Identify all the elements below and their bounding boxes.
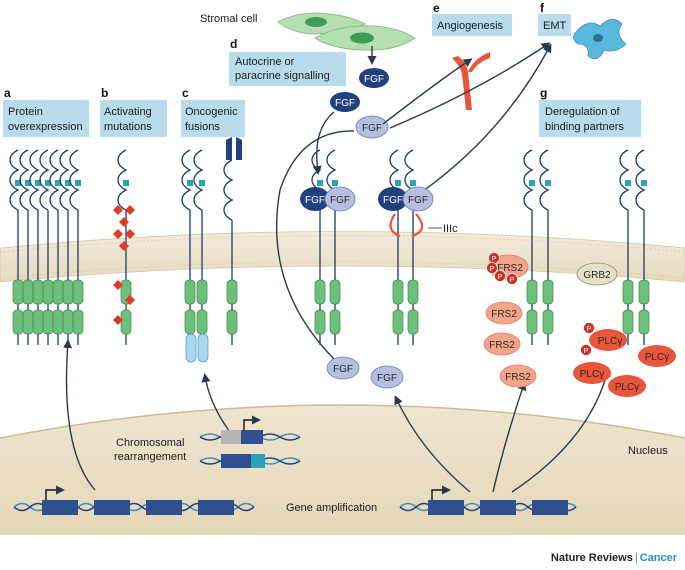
- svg-text:FGF: FGF: [408, 195, 428, 206]
- fgf-ligand-dark-2: FGF: [330, 92, 360, 112]
- fusion-partner-cytoplasmic: [186, 334, 208, 362]
- panel-g-line1: Deregulation of: [545, 106, 621, 118]
- phosphate-marker: P: [584, 323, 595, 334]
- svg-text:FRS2: FRS2: [489, 340, 515, 351]
- svg-text:FGF: FGF: [330, 195, 350, 206]
- svg-text:FRS2: FRS2: [491, 309, 517, 320]
- svg-text:FGF: FGF: [305, 195, 325, 206]
- panel-f-letter: f: [540, 1, 545, 15]
- panel-b-line2: mutations: [104, 121, 152, 133]
- panel-d-line2: paracrine signalling: [235, 70, 330, 82]
- journal-credit: Nature Reviews|Cancer: [551, 552, 677, 564]
- plcg-protein-2: PLCγ: [573, 362, 611, 384]
- panel-a-line1: Protein: [8, 106, 43, 118]
- iiic-label: IIIc: [443, 223, 458, 235]
- svg-text:PLCγ: PLCγ: [580, 369, 604, 380]
- svg-text:FRS2: FRS2: [505, 372, 531, 383]
- nucleus-label: Nucleus: [628, 445, 668, 457]
- emt-cell-nucleus: [593, 34, 603, 42]
- plcg-protein-3: PLCγ: [608, 375, 646, 397]
- svg-text:FGF: FGF: [333, 364, 353, 375]
- phosphate-marker: P: [507, 274, 518, 285]
- panel-c: c Oncogenic fusions: [181, 86, 245, 137]
- frs2-protein-2: FRS2: [484, 333, 520, 355]
- fgf-ligand-cyto-1: FGF: [327, 357, 359, 379]
- panel-a-letter: a: [4, 86, 11, 100]
- panel-g: g Deregulation of binding partners: [539, 86, 641, 137]
- chromosomal-label-2: rearrangement: [114, 451, 186, 463]
- svg-text:FGF: FGF: [364, 74, 384, 85]
- svg-text:P: P: [587, 326, 592, 333]
- grb2-protein: GRB2: [577, 263, 617, 285]
- panel-b-line1: Activating: [104, 106, 152, 118]
- fgf-ligand-dark-1: FGF: [359, 68, 389, 88]
- panel-g-letter: g: [540, 86, 547, 100]
- panel-c-letter: c: [182, 86, 189, 100]
- svg-text:FGF: FGF: [362, 123, 382, 134]
- plcg-protein-1: PLCγ: [638, 345, 676, 367]
- fgf-ligand-cyto-2: FGF: [371, 366, 403, 388]
- svg-text:P: P: [510, 277, 515, 284]
- panel-a: a Protein overexpression: [3, 86, 89, 137]
- panel-f: f EMT: [538, 1, 571, 36]
- fusion-partner-extracellular: [226, 137, 242, 160]
- panel-a-line2: overexpression: [8, 121, 83, 133]
- plcg-phosphorylated: PLCγ: [589, 329, 627, 351]
- panel-e-line1: Angiogenesis: [437, 20, 504, 32]
- panel-b-letter: b: [101, 86, 108, 100]
- mutation-marker: [113, 229, 123, 239]
- frs2-protein-1: FRS2: [486, 302, 522, 324]
- panel-f-line1: EMT: [543, 20, 567, 32]
- credit-separator: |: [633, 552, 640, 564]
- panel-d-letter: d: [230, 37, 237, 51]
- svg-text:P: P: [498, 274, 503, 281]
- panel-b: b Activating mutations: [100, 86, 167, 137]
- svg-text:P: P: [490, 266, 495, 273]
- frs2-protein-3: FRS2: [500, 365, 536, 387]
- chromosomal-label-1: Chromosomal: [116, 437, 184, 449]
- phosphate-marker: P: [495, 271, 506, 282]
- panel-c-line2: fusions: [185, 121, 220, 133]
- stromal-cell-label: Stromal cell: [200, 13, 257, 25]
- blood-vessel-icon: [452, 52, 490, 110]
- fgf-bound-complex-2: FGF FGF: [378, 187, 433, 211]
- stromal-cell-illustration: [278, 13, 415, 50]
- panel-c-line1: Oncogenic: [185, 106, 238, 118]
- svg-text:FGF: FGF: [383, 195, 403, 206]
- svg-text:FGF: FGF: [377, 373, 397, 384]
- panel-d-line1: Autocrine or: [235, 56, 295, 68]
- mutation-marker: [119, 217, 129, 227]
- phosphate-marker: P: [487, 263, 498, 274]
- phosphate-marker: P: [581, 345, 592, 356]
- svg-text:PLCγ: PLCγ: [645, 352, 669, 363]
- fgf-bound-complex-1: FGF FGF: [300, 187, 355, 211]
- fgf-ligand-light-1: FGF: [356, 116, 388, 138]
- svg-text:P: P: [584, 348, 589, 355]
- panel-e-letter: e: [433, 1, 440, 15]
- svg-text:P: P: [492, 256, 497, 263]
- phosphate-marker: P: [489, 253, 500, 264]
- svg-text:GRB2: GRB2: [583, 270, 611, 281]
- svg-text:PLCγ: PLCγ: [615, 382, 639, 393]
- journal-name: Nature Reviews: [551, 552, 633, 564]
- svg-text:PLCγ: PLCγ: [598, 336, 622, 347]
- svg-text:FGF: FGF: [335, 98, 355, 109]
- panel-g-line2: binding partners: [545, 121, 624, 133]
- gene-amplification-label: Gene amplification: [286, 502, 377, 514]
- panel-e: e Angiogenesis: [432, 1, 512, 36]
- journal-section: Cancer: [640, 552, 677, 564]
